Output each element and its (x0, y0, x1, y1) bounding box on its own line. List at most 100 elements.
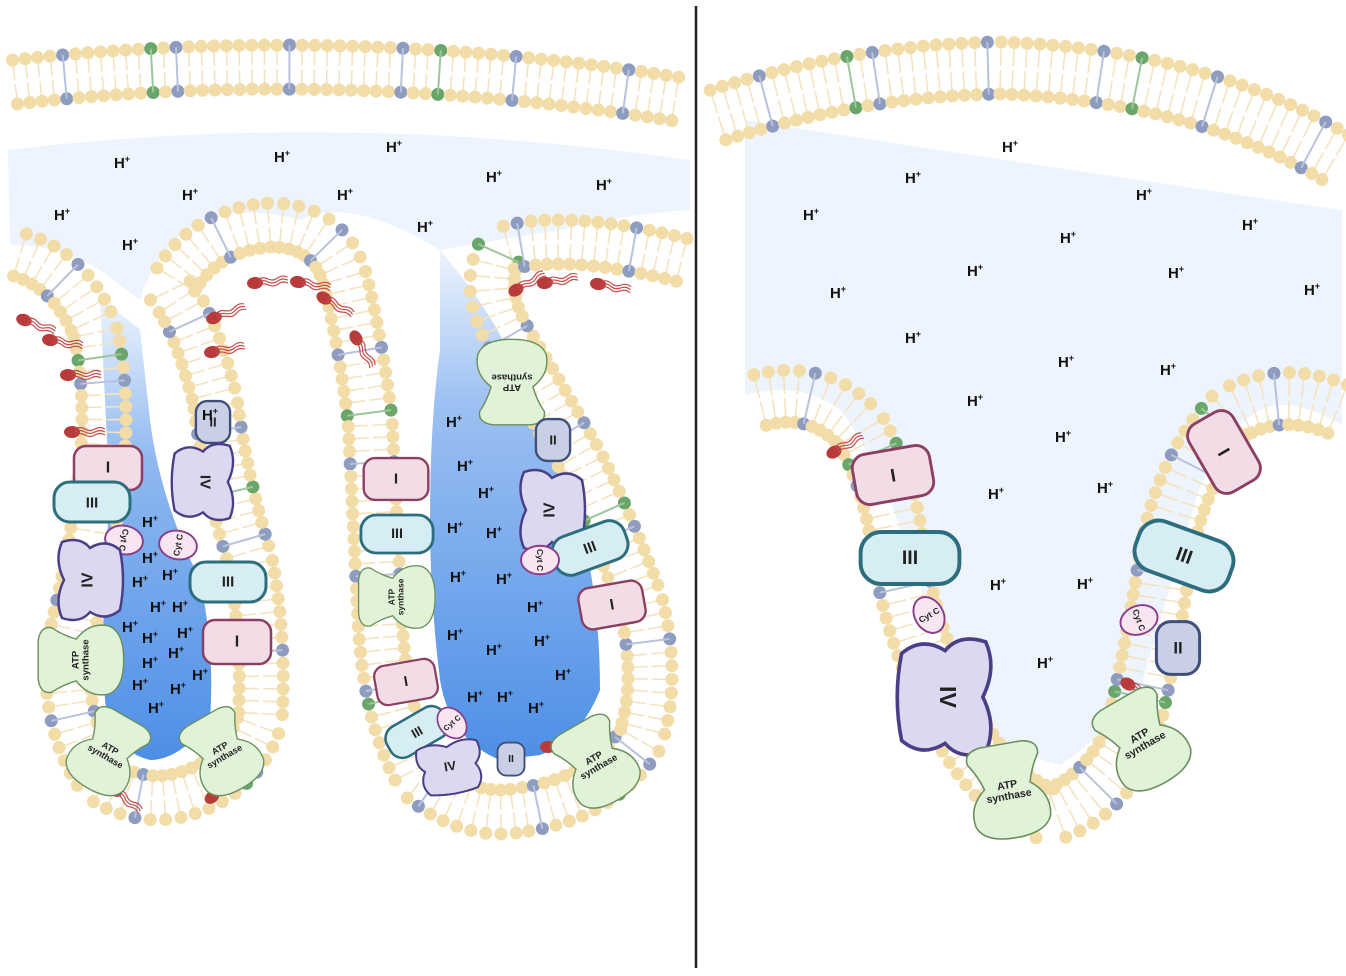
atp-synthase: ATPsynthase (37, 624, 125, 696)
lipid-head (64, 521, 78, 535)
proton-ion: H+ (417, 218, 433, 236)
proton-ion: H+ (1055, 428, 1071, 446)
cardiolipin-12 (590, 277, 632, 294)
complex-label: IV (443, 757, 458, 774)
lipid-head (610, 262, 624, 276)
proton-ion: H+ (132, 573, 148, 591)
lipid-head (23, 95, 37, 109)
lipid-head (194, 39, 208, 53)
cardiolipin-5 (204, 341, 246, 359)
lipid-head (665, 672, 679, 686)
cardiolipin-3 (64, 426, 106, 438)
lipid-tail (1291, 112, 1302, 133)
lipid-head (156, 41, 170, 55)
lipid-head (522, 51, 536, 65)
lipid-head (910, 500, 924, 514)
lipid-head (1201, 492, 1215, 506)
lipid-head (861, 99, 875, 113)
lipid-head (607, 473, 621, 487)
protein-lipid-tail (1272, 373, 1281, 426)
lipid-head (377, 353, 391, 367)
lipid-head (1071, 41, 1085, 55)
lipid-head (472, 46, 486, 60)
protein-lipid-tail (133, 774, 145, 818)
lipid-head (158, 249, 172, 263)
lipid-head (559, 55, 573, 69)
proton-ion: H+ (1304, 281, 1320, 299)
lipid-head (337, 384, 351, 398)
lipid-head (558, 383, 572, 397)
lipid-head (777, 116, 791, 130)
lipid-head (1252, 369, 1266, 383)
lipid-tail (1230, 388, 1241, 408)
lipid-head (104, 305, 118, 319)
lipid-head (864, 397, 878, 411)
complex-label: ATPsynthase (491, 371, 532, 392)
lipid-head (295, 82, 309, 96)
lipid-head (270, 579, 284, 593)
lipid-head (357, 84, 371, 98)
lipid-head (680, 232, 694, 246)
lipid-head (1184, 116, 1198, 130)
lipid-head (789, 113, 803, 127)
lipid-head (1282, 366, 1296, 380)
lipid-head (1312, 369, 1326, 383)
complex-label: I (608, 596, 615, 613)
proton-ion: H+ (990, 576, 1006, 594)
lipid-head (1247, 83, 1261, 97)
lipid-head (1194, 514, 1208, 528)
complex-label: IV (197, 475, 214, 490)
lipid-tail (1335, 137, 1346, 156)
lipid-head (1218, 127, 1232, 141)
proton-ion: H+ (386, 138, 402, 156)
lipid-head (1086, 816, 1100, 830)
lipid-head (75, 412, 89, 426)
lipid-head (90, 280, 104, 294)
lipid-tail (896, 635, 917, 644)
lipid-head (661, 713, 675, 727)
lipid-tail (962, 71, 966, 93)
lipid-head (385, 417, 399, 431)
lipid-head (1327, 373, 1341, 387)
lipid-head (530, 96, 544, 110)
lipid-head (883, 624, 897, 638)
complex-label: IV (80, 572, 97, 587)
protein-lipid-tail (1131, 57, 1144, 110)
lipid-head (348, 557, 362, 571)
complex-label: ATPsynthase (71, 639, 92, 680)
lipid-head (993, 87, 1007, 101)
lipid-tail (1155, 90, 1162, 112)
lipid-head (327, 324, 341, 338)
lipid-tail (1088, 761, 1106, 776)
lipid-head (656, 593, 670, 607)
lipid-head (596, 450, 610, 464)
complex-label: IV (542, 502, 559, 517)
complex-label: Cyt C (117, 528, 131, 552)
lipid-head (728, 76, 742, 90)
lipid-head (1282, 418, 1296, 432)
lipid-head (406, 86, 420, 100)
lipid-head (575, 258, 589, 272)
proton-ion: H+ (172, 598, 188, 616)
lipid-head (659, 68, 673, 82)
lipid-head (245, 82, 259, 96)
cardiolipin-6 (247, 275, 289, 290)
complex-label: II (508, 753, 514, 765)
lipid-tail (1153, 505, 1175, 514)
lipid-head (1148, 53, 1162, 67)
lipid-head (388, 773, 402, 787)
lipid-head (1272, 92, 1286, 106)
lipid-head (319, 83, 333, 97)
lipid-head (802, 57, 816, 71)
proton-ion: H+ (446, 413, 462, 431)
lipid-head (35, 94, 49, 108)
lipid-head (779, 415, 793, 429)
complex-i: I (373, 657, 439, 707)
complex-label: II (549, 433, 556, 448)
protein-lipid-tail (347, 409, 392, 417)
proton-ion: H+ (122, 236, 138, 254)
lipid-head (316, 277, 330, 291)
lipid-tail (808, 66, 815, 88)
lipid-tail (1138, 582, 1160, 587)
